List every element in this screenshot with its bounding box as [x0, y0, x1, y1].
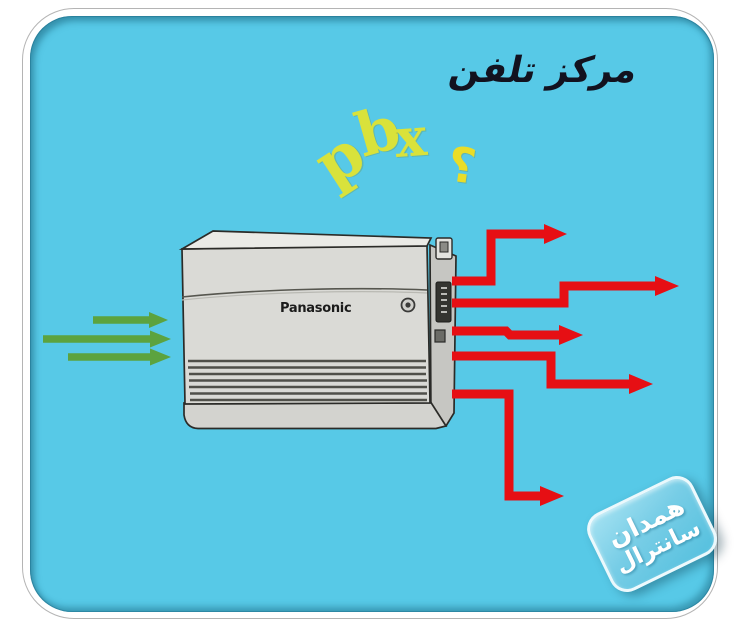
- side-latch-slot: [439, 241, 449, 253]
- outgoing-arrows: [452, 224, 679, 506]
- device-top-lid: [178, 230, 433, 250]
- incoming-arrow-3: [68, 348, 171, 366]
- brand-label: Panasonic: [280, 301, 351, 316]
- vent-grille: [188, 359, 427, 402]
- device-seam-line: [181, 287, 428, 298]
- outgoing-arrow-4: [452, 351, 653, 394]
- incoming-arrow-2: [43, 330, 171, 348]
- device-base: [183, 400, 448, 430]
- outgoing-arrow-1: [452, 224, 567, 286]
- power-led-dot: [405, 302, 411, 308]
- page-title: مرکز تلفن: [445, 50, 642, 91]
- pbx-letter-x: x: [392, 105, 429, 171]
- incoming-arrows: [43, 312, 171, 366]
- outgoing-arrow-2: [452, 276, 679, 308]
- outgoing-arrow-3: [452, 325, 583, 345]
- device-seam-highlight: [181, 291, 428, 301]
- frame-outline: [22, 8, 718, 619]
- side-connector-label: [441, 287, 447, 313]
- side-port: [434, 329, 446, 343]
- pbx-device: Panasonic: [178, 230, 457, 430]
- outgoing-arrow-5: [452, 389, 564, 506]
- side-connector-block: [435, 281, 452, 323]
- incoming-arrow-1: [93, 312, 168, 328]
